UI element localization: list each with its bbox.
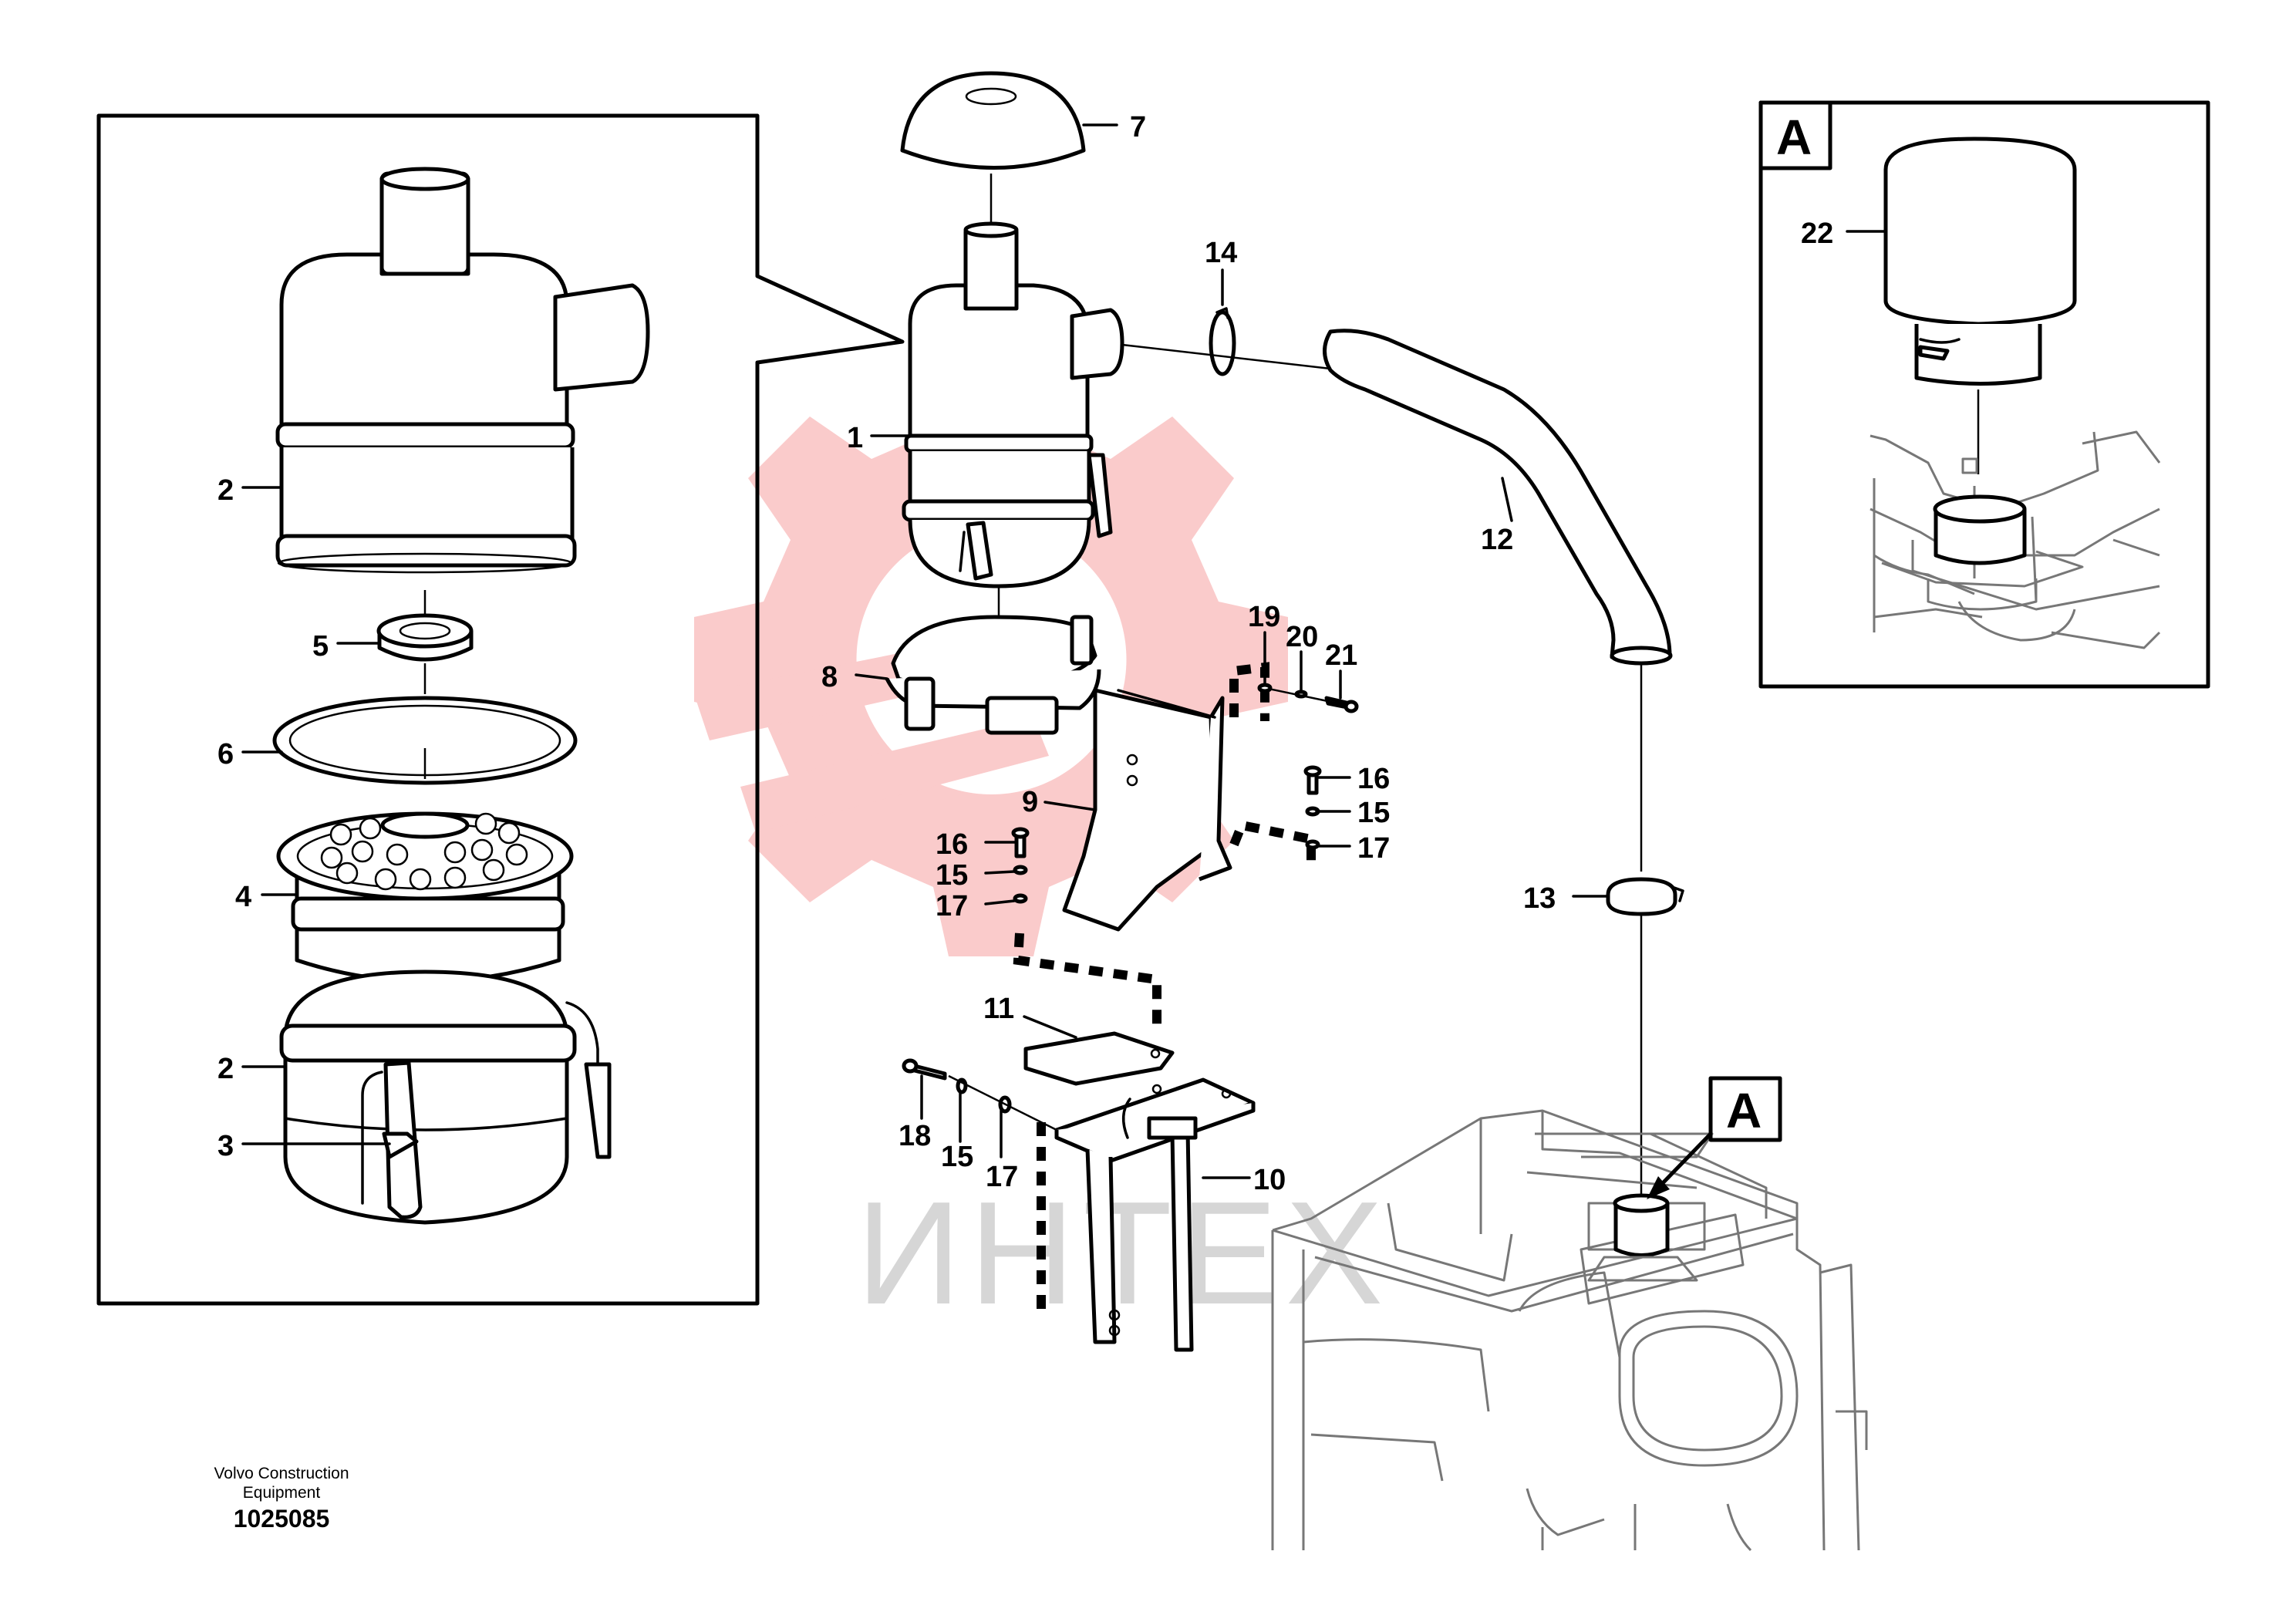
callout-22: 22 [1801, 218, 1833, 250]
callout-7: 7 [1130, 111, 1146, 143]
part-9-bracket [1043, 688, 1232, 932]
callout-4: 4 [235, 881, 251, 913]
callout-16-left: 16 [936, 828, 968, 861]
detail-view-a-frame-sketch [1870, 430, 2161, 649]
drawing-number: 1025085 [233, 1505, 330, 1533]
hardware-stack-left [984, 827, 1030, 905]
part-6-seal [272, 696, 578, 785]
callout-17-left: 17 [936, 890, 968, 922]
callout-3: 3 [217, 1130, 234, 1162]
part-10-bracket [1054, 1077, 1256, 1352]
part-13-clamp [1572, 877, 1684, 1211]
part-1-air-cleaner [870, 221, 1124, 663]
section-marker-a [1647, 1076, 1782, 1199]
part-11-plate [1023, 1015, 1175, 1086]
callout-15-left: 15 [936, 859, 968, 892]
part-2-upper-housing [275, 167, 650, 574]
callout-1: 1 [847, 422, 863, 454]
callout-5: 5 [312, 630, 329, 663]
callout-13: 13 [1523, 882, 1556, 915]
part-12-hose [1323, 329, 1673, 872]
callout-9: 9 [1022, 786, 1038, 818]
callout-6: 6 [217, 738, 234, 771]
section-marker-label: A [1726, 1083, 1762, 1138]
callout-11: 11 [983, 993, 1014, 1025]
callout-18: 18 [899, 1120, 931, 1152]
callout-15-lower: 15 [941, 1141, 973, 1173]
callout-16-right: 16 [1357, 763, 1390, 795]
hardware-stack-lower [902, 1058, 1057, 1158]
callout-2-upper: 2 [217, 474, 234, 507]
part-3-clip [361, 1061, 423, 1219]
part-7-rain-cap [900, 71, 1118, 224]
part-8-band [855, 615, 1101, 735]
part-14-clamp [1121, 268, 1331, 376]
callout-21: 21 [1325, 639, 1357, 672]
callout-17-right: 17 [1357, 832, 1390, 865]
callout-10: 10 [1253, 1164, 1286, 1196]
watermark-text: ИНТЕХ [856, 1172, 1391, 1335]
part-22-precleaner [1846, 137, 2077, 474]
manufacturer-caption: Volvo Construction Equipment [193, 1464, 370, 1502]
part-5-ring [376, 590, 474, 694]
detail-view-label: A [1776, 110, 1812, 165]
exploded-view-frame [96, 113, 905, 1306]
machine-frame [1271, 1109, 1868, 1552]
left-callout-leaders [241, 486, 391, 1145]
manufacturer-line-1: Volvo Construction [214, 1465, 349, 1482]
callout-15-right: 15 [1357, 797, 1390, 829]
callout-17-lower: 17 [986, 1161, 1018, 1193]
bolt-routing-dashes [1013, 662, 1316, 1315]
callout-12: 12 [1481, 524, 1513, 556]
hardware-stack-right [1303, 765, 1351, 850]
callout-19: 19 [1248, 601, 1280, 633]
manufacturer-line-2: Equipment [242, 1484, 321, 1502]
callout-8: 8 [821, 661, 838, 693]
part-4-filter-element [276, 811, 574, 1026]
callout-20: 20 [1286, 621, 1318, 653]
hardware-19-20-21 [1257, 631, 1359, 713]
part-2-lower-housing [279, 969, 612, 1225]
detail-view-a-frame [1758, 100, 2210, 689]
callout-14: 14 [1205, 237, 1237, 269]
callout-2-lower: 2 [217, 1053, 234, 1085]
